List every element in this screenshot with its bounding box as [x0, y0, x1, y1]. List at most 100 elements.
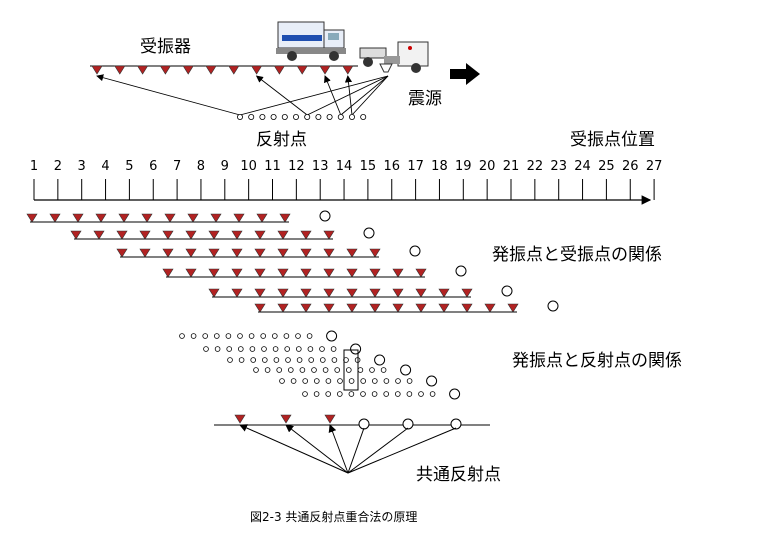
reflection-dot: [214, 333, 220, 339]
scale-tick-label: 14: [336, 159, 353, 174]
reflection-dot: [237, 333, 243, 339]
receiver-marker: [300, 288, 312, 298]
scale-tick-label: 18: [431, 159, 448, 174]
reflection-point: [360, 114, 367, 121]
reflection-point: [259, 114, 266, 121]
receiver-marker: [49, 213, 61, 223]
receiver-marker: [231, 268, 243, 278]
receiver-marker: [208, 230, 220, 240]
reflection-dot: [345, 367, 352, 373]
reflection-dot: [299, 367, 306, 373]
receiver-marker: [118, 213, 130, 223]
ray-path: [324, 75, 342, 116]
cmp-ray: [239, 424, 349, 474]
vibrator-truck-icon: [359, 41, 429, 73]
receiver-marker: [231, 230, 243, 240]
receiver-marker: [300, 248, 312, 258]
receiver-marker: [346, 248, 358, 258]
receiver-marker: [254, 248, 266, 258]
receiver-marker: [369, 288, 381, 298]
scale-tick-label: 9: [221, 159, 229, 174]
ray-path: [239, 75, 389, 116]
scale-tick-label: 10: [240, 159, 257, 174]
receiver-marker: [139, 248, 151, 258]
shot-point: [326, 330, 338, 342]
reflection-dot: [380, 367, 387, 373]
receiver-marker: [162, 230, 174, 240]
receiver-marker: [93, 230, 105, 240]
reflection-dot: [261, 346, 267, 352]
reflection-dot: [264, 367, 271, 373]
reflection-dot: [287, 367, 294, 373]
shot-reflection-relation-label: 発振点と反射点の関係: [512, 351, 682, 371]
receiver-marker: [254, 303, 266, 313]
scale-tick-label: 11: [264, 159, 281, 174]
receiver-marker: [277, 268, 289, 278]
receiver-marker: [461, 303, 473, 313]
reflection-point: [236, 114, 243, 121]
receiver-marker: [323, 288, 335, 298]
receiver-marker: [277, 303, 289, 313]
receiver-marker: [279, 213, 291, 223]
reflection-point: [270, 114, 277, 121]
reflection-dot: [203, 346, 209, 352]
receiver-marker: [296, 65, 308, 75]
shot-receiver-relation-label: 発振点と受振点の関係: [492, 245, 662, 265]
reflection-dot: [360, 378, 367, 384]
reflection-point: [337, 114, 344, 121]
reflection-dot: [383, 378, 390, 384]
shot-point: [547, 300, 559, 312]
receiver-marker: [159, 65, 171, 75]
cmp-ray-fan: [234, 414, 462, 474]
reflection-point: [348, 114, 355, 121]
top-ray-paths: [96, 74, 389, 116]
ray-path: [96, 74, 241, 116]
receiver-marker: [277, 248, 289, 258]
receiver-marker: [369, 268, 381, 278]
receiver-marker: [254, 230, 266, 240]
reflection-dot: [190, 333, 197, 339]
scale-tick-label: 2: [54, 159, 62, 174]
scale-tick-label: 25: [598, 159, 615, 174]
receiver-marker: [300, 230, 312, 240]
cmp-source-point: [450, 418, 462, 430]
receiver-marker: [231, 248, 243, 258]
receiver-marker: [72, 213, 84, 223]
reflection-point: [304, 114, 311, 121]
reflection-dot: [371, 378, 378, 384]
receiver-marker: [277, 288, 289, 298]
reflection-dot: [383, 391, 390, 397]
receiver-marker: [114, 65, 126, 75]
reflection-dot: [238, 346, 244, 352]
scale-tick-label: 1: [30, 159, 38, 174]
reflection-dot: [253, 367, 259, 373]
scale-tick-label: 19: [455, 159, 472, 174]
reflection-dot: [285, 357, 291, 363]
shot-point: [426, 375, 438, 387]
receiver-marker: [415, 303, 427, 313]
shot-point: [350, 343, 362, 355]
cmp-ray: [347, 427, 409, 474]
reflection-point: [315, 114, 322, 121]
scale-tick-label: 4: [101, 159, 109, 174]
reflection-point: [248, 114, 255, 121]
receiver-marker: [26, 213, 38, 223]
reflection-dot: [307, 346, 314, 352]
receiver-marker: [231, 288, 243, 298]
reflection-dot: [295, 346, 302, 352]
receiver-marker: [369, 248, 381, 258]
ray-path: [255, 75, 308, 116]
receiver-marker: [208, 268, 220, 278]
receiver-marker: [137, 65, 149, 75]
scale-tick-label: 5: [125, 159, 133, 174]
receiver-marker: [116, 248, 128, 258]
reflection-points-label: 反射点: [256, 130, 307, 150]
truck-icon: [276, 21, 346, 61]
reflection-dot: [330, 346, 337, 352]
cmp-source-point: [402, 418, 414, 430]
receiver-marker: [95, 213, 107, 223]
reflection-dot: [348, 378, 355, 384]
scale-tick-label: 3: [78, 159, 86, 174]
shot-point: [501, 285, 513, 297]
scale-tick-label: 8: [197, 159, 205, 174]
